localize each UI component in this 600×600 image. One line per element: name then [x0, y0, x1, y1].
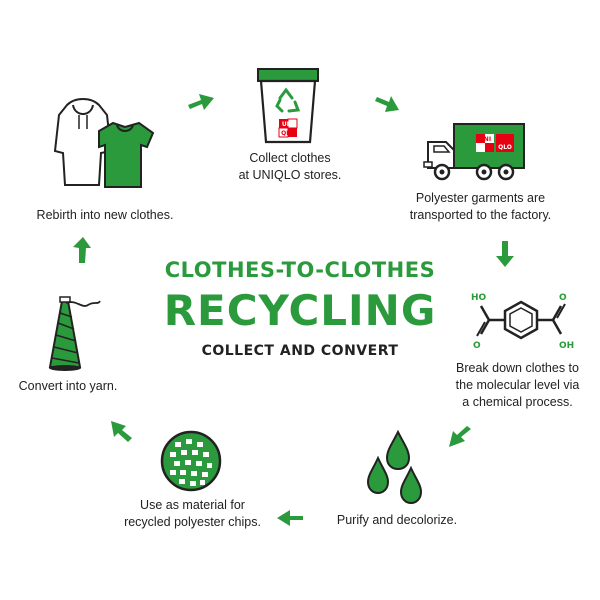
arrow-left-icon: [277, 510, 303, 526]
droplets-icon: [366, 429, 423, 505]
clothes-icon: [53, 98, 155, 188]
truck-logo-bottom: QLO: [498, 144, 512, 151]
truck-logo-top: UNI: [479, 136, 491, 143]
caption-purify: Purify and decolorize.: [336, 513, 458, 527]
arrow-down-left-icon: [449, 426, 471, 447]
arrow-up-icon: [73, 237, 91, 263]
arrow-down-icon: [496, 241, 514, 267]
yarn-spool-icon: [48, 296, 101, 371]
chips-icon: [160, 430, 222, 492]
molecule-label-oh: OH: [559, 341, 574, 351]
subtitle: COLLECT AND CONVERT: [201, 343, 399, 359]
truck-icon: UNI QLO: [423, 123, 525, 181]
title-line-2: RECYCLING: [163, 286, 437, 335]
caption-chips: Use as material for recycled polyester c…: [124, 498, 261, 529]
molecule-label-o-top: O: [559, 293, 567, 303]
arrow-right-icon: [188, 94, 214, 110]
molecule-label-o-bottom: O: [473, 341, 481, 351]
caption-collect: Collect clothes at UNIQLO stores.: [238, 151, 342, 182]
molecule-label-ho: HO: [471, 293, 487, 303]
arrow-up-left-icon: [111, 421, 132, 442]
arrow-down-right-icon: [375, 96, 399, 112]
bin-logo-bottom: QLO: [281, 130, 295, 137]
caption-break-down: Break down clothes to the molecular leve…: [455, 361, 580, 409]
title-line-1: CLOTHES-TO-CLOTHES: [164, 258, 436, 282]
caption-rebirth: Rebirth into new clothes.: [36, 208, 174, 222]
caption-transport: Polyester garments are transported to th…: [409, 191, 552, 222]
bin-logo-top: UNI: [282, 121, 294, 128]
recycle-bin-icon: UNI QLO: [257, 68, 319, 144]
molecule-icon: HO O O OH: [471, 293, 574, 351]
caption-yarn: Convert into yarn.: [18, 379, 118, 393]
